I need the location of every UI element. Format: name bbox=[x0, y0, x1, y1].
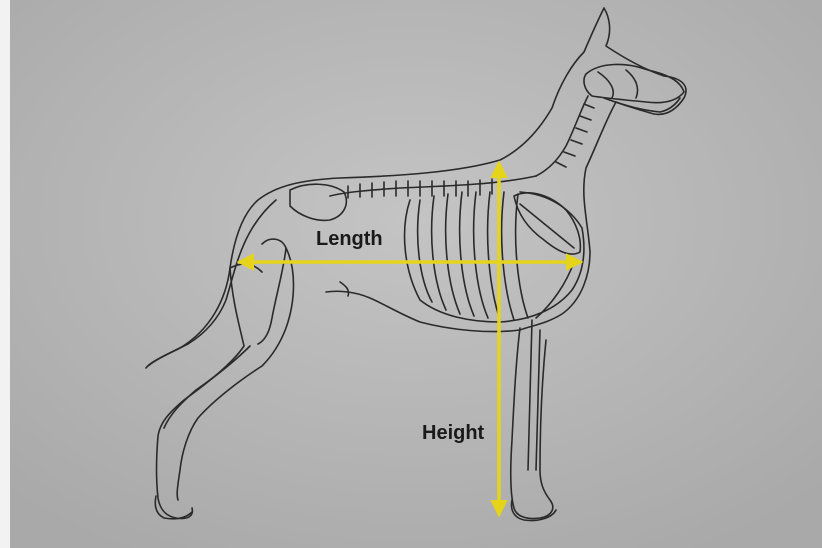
skull bbox=[583, 63, 685, 104]
front-leg-outline bbox=[509, 319, 554, 520]
length-label: Length bbox=[316, 228, 383, 250]
hind-paw bbox=[154, 495, 193, 520]
front-paw bbox=[510, 499, 557, 522]
spine-processes bbox=[347, 178, 493, 199]
neck-vertebrae-detail bbox=[555, 103, 595, 168]
rib-cage bbox=[403, 191, 585, 323]
pelvis bbox=[289, 183, 348, 222]
neck-vertebrae bbox=[535, 95, 589, 177]
jaw bbox=[603, 97, 681, 113]
hind-tibia bbox=[163, 345, 251, 429]
belly-detail bbox=[339, 281, 350, 297]
femur bbox=[257, 238, 287, 345]
scapula bbox=[513, 192, 582, 255]
height-label: Height bbox=[422, 422, 485, 444]
tail bbox=[147, 199, 277, 367]
left-edge-strip bbox=[0, 0, 10, 548]
